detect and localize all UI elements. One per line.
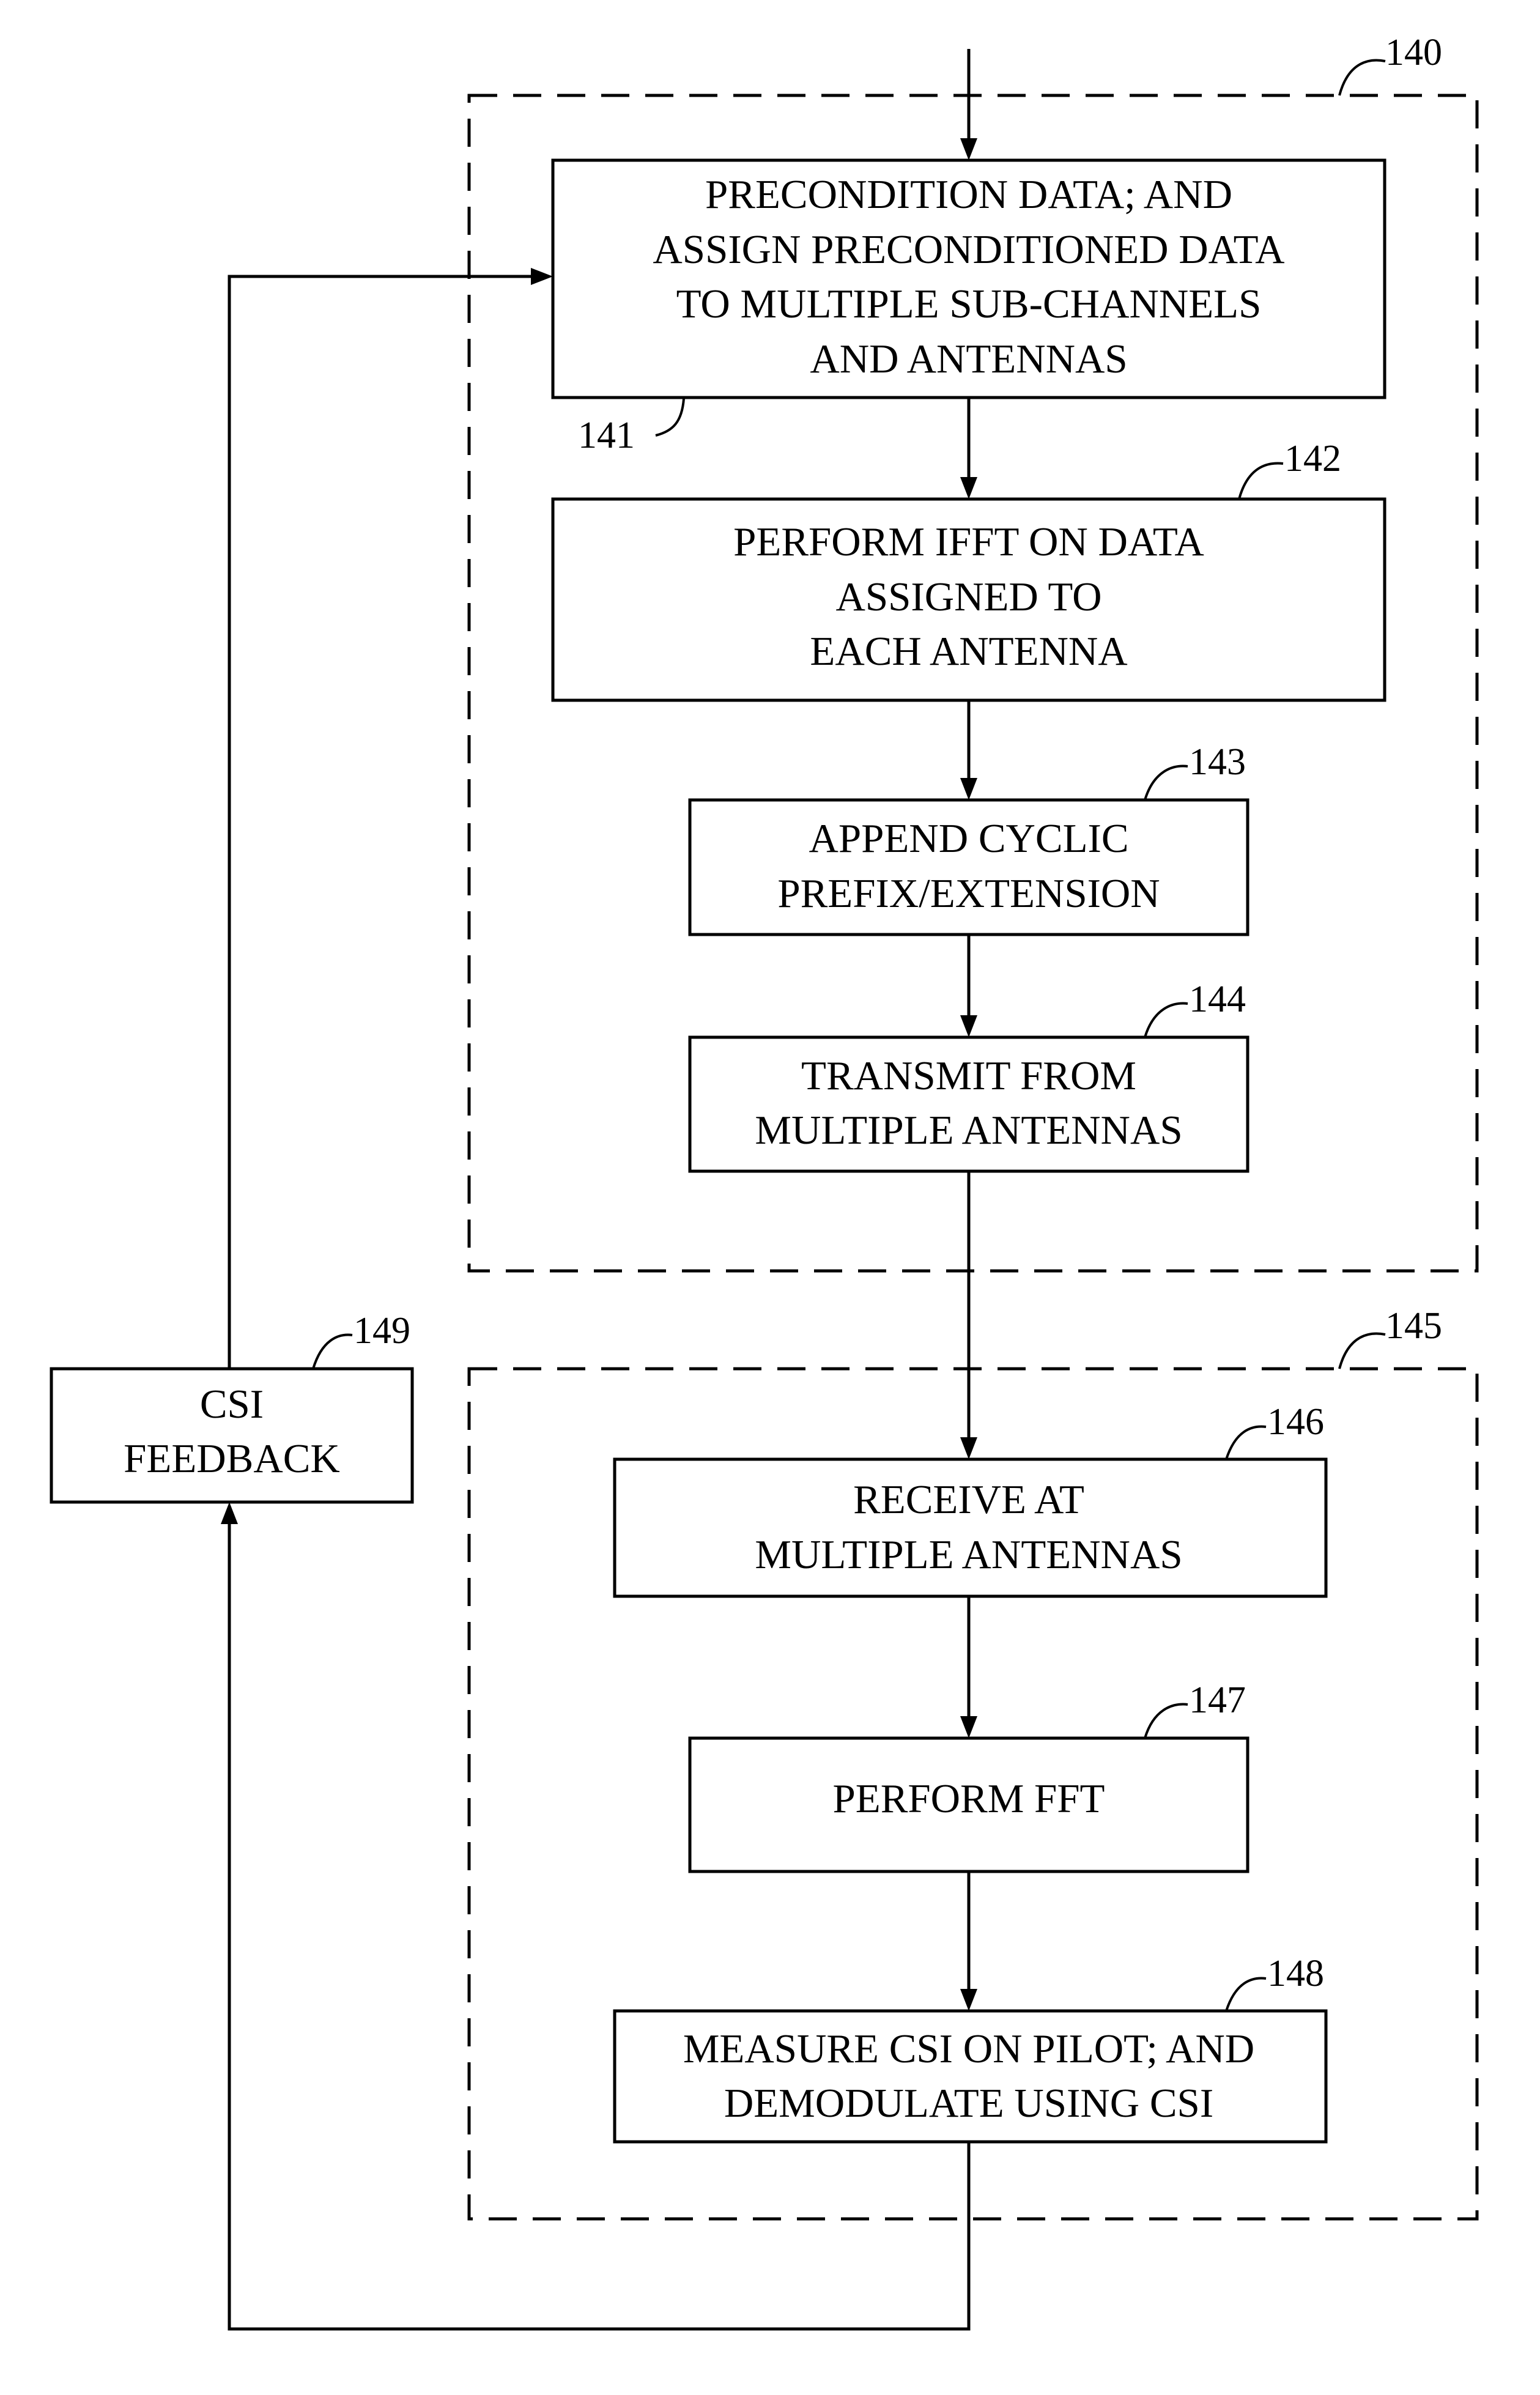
ref-145: 145 (1385, 1305, 1442, 1347)
ref-149: 149 (354, 1310, 410, 1352)
ref-leader-147 (1145, 1705, 1188, 1738)
arrowhead-144 (960, 1015, 977, 1037)
feedback-line-to-149 (229, 1524, 969, 2329)
block-141-line-3: TO MULTIPLE SUB-CHANNELS (676, 281, 1262, 327)
arrowhead-149 (221, 1502, 238, 1524)
ref-140: 140 (1385, 32, 1442, 73)
block-144-line-1: TRANSMIT FROM (801, 1053, 1136, 1098)
block-147-line-1: PERFORM FFT (833, 1776, 1105, 1821)
ref-leader-142 (1239, 464, 1283, 499)
block-142-line-2: ASSIGNED TO (836, 574, 1102, 620)
ref-143: 143 (1189, 741, 1246, 783)
block-141-line-2: ASSIGN PRECONDITIONED DATA (653, 227, 1284, 272)
ref-146: 146 (1267, 1401, 1324, 1443)
ref-leader-144 (1145, 1004, 1188, 1037)
ref-leader-140 (1339, 61, 1385, 95)
ref-leader-145 (1339, 1334, 1385, 1369)
arrowhead-143 (960, 778, 977, 800)
ref-142: 142 (1284, 438, 1341, 479)
block-144-line-2: MULTIPLE ANTENNAS (755, 1108, 1182, 1153)
block-142-line-3: EACH ANTENNA (810, 629, 1127, 674)
block-141-line-1: PRECONDITION DATA; AND (705, 172, 1232, 217)
feedback-line-to-141 (229, 276, 531, 1369)
block-148-line-1: MEASURE CSI ON PILOT; AND (683, 2026, 1254, 2071)
ref-147: 147 (1189, 1679, 1246, 1721)
block-143-line-2: PREFIX/EXTENSION (777, 871, 1160, 916)
ref-leader-141 (656, 399, 684, 435)
arrowhead-147 (960, 1716, 977, 1738)
arrowhead-146 (960, 1437, 977, 1459)
block-149-line-1: CSI (200, 1382, 264, 1427)
ref-141: 141 (578, 415, 635, 456)
ref-leader-143 (1145, 766, 1188, 800)
block-146-line-2: MULTIPLE ANTENNAS (755, 1532, 1182, 1577)
block-146-line-1: RECEIVE AT (853, 1477, 1084, 1522)
ref-148: 148 (1267, 1953, 1324, 1994)
block-141-line-4: AND ANTENNAS (810, 336, 1127, 382)
block-142-line-1: PERFORM IFFT ON DATA (733, 519, 1204, 565)
ref-leader-149 (313, 1335, 352, 1369)
block-148-line-2: DEMODULATE USING CSI (724, 2081, 1213, 2126)
ref-leader-148 (1226, 1979, 1266, 2011)
ref-leader-146 (1226, 1427, 1266, 1459)
ref-144: 144 (1189, 979, 1246, 1020)
arrowhead-141-feedback (531, 268, 553, 285)
arrowhead-142 (960, 477, 977, 499)
input-arrowhead (960, 138, 977, 160)
block-149-line-2: FEEDBACK (124, 1436, 340, 1481)
arrowhead-148 (960, 1989, 977, 2011)
block-143-line-1: APPEND CYCLIC (809, 816, 1128, 861)
